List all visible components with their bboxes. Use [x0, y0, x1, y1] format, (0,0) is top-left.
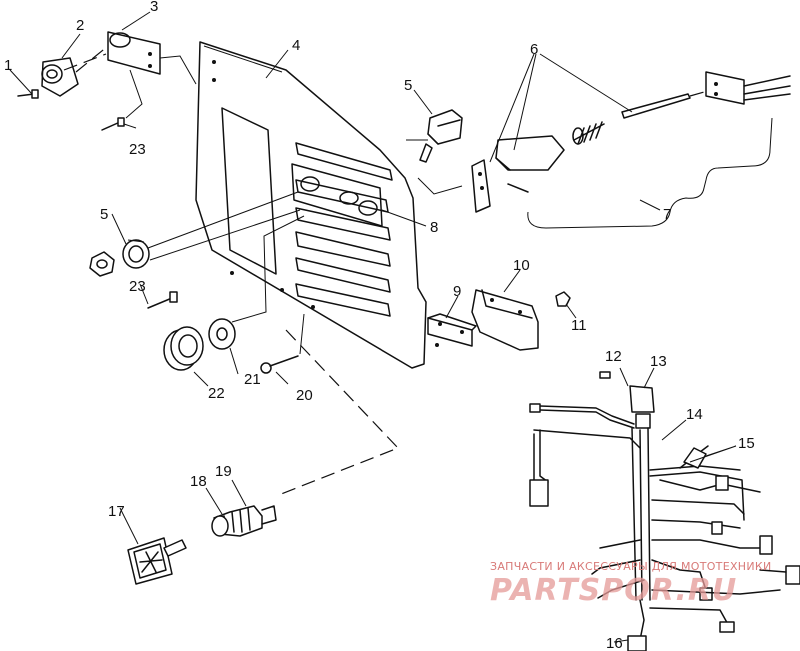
callout-21: 21 [244, 371, 261, 388]
nut-washer [89, 191, 301, 277]
bracket-assembly [17, 31, 197, 131]
callout-12: 12 [605, 348, 622, 365]
wiring-harness [529, 371, 800, 651]
callout-13: 13 [650, 353, 667, 370]
callout-3: 3 [150, 0, 158, 15]
callout-22: 22 [208, 385, 225, 402]
callout-14: 14 [686, 406, 703, 423]
callout-19: 19 [215, 463, 232, 480]
callout-2: 2 [76, 17, 84, 34]
callout-20: 20 [296, 387, 313, 404]
callout-7: 7 [663, 206, 671, 223]
toggle-switch [406, 109, 463, 163]
callout-17: 17 [108, 503, 125, 520]
callout-6: 6 [530, 41, 538, 58]
switch-assembly [417, 53, 791, 229]
callout-5-nut: 5 [100, 206, 108, 223]
callout-16: 16 [606, 635, 623, 651]
screw-20 [260, 313, 305, 374]
leader-lines [9, 11, 737, 643]
callout-11: 11 [571, 317, 587, 334]
callout-5-switch: 5 [404, 77, 412, 94]
bezel-ring [163, 215, 305, 371]
callout-8: 8 [430, 219, 438, 236]
screw-lower [147, 291, 178, 309]
callout-23-upper: 23 [129, 141, 146, 158]
watermark: ЗАПЧАСТИ И АКСЕССУАРЫ ДЛЯ МОТОТЕХНИКИ PA… [490, 560, 772, 608]
dash-panel [195, 41, 439, 369]
watermark-brand: PARTSPOR.RU [490, 573, 737, 608]
callout-4: 4 [292, 37, 300, 54]
callout-9: 9 [453, 283, 461, 300]
brackets-9-10-11 [427, 289, 571, 351]
callout-23-lower: 23 [129, 278, 146, 295]
callout-18: 18 [190, 473, 207, 490]
callout-labels: 1 2 3 4 5 6 7 8 9 10 11 12 13 14 15 16 1… [4, 0, 755, 651]
callout-1: 1 [4, 57, 12, 74]
watermark-tagline: ЗАПЧАСТИ И АКСЕССУАРЫ ДЛЯ МОТОТЕХНИКИ [490, 560, 772, 573]
ignition-key-switch [127, 329, 400, 585]
callout-10: 10 [513, 257, 530, 274]
callout-15: 15 [738, 435, 755, 452]
